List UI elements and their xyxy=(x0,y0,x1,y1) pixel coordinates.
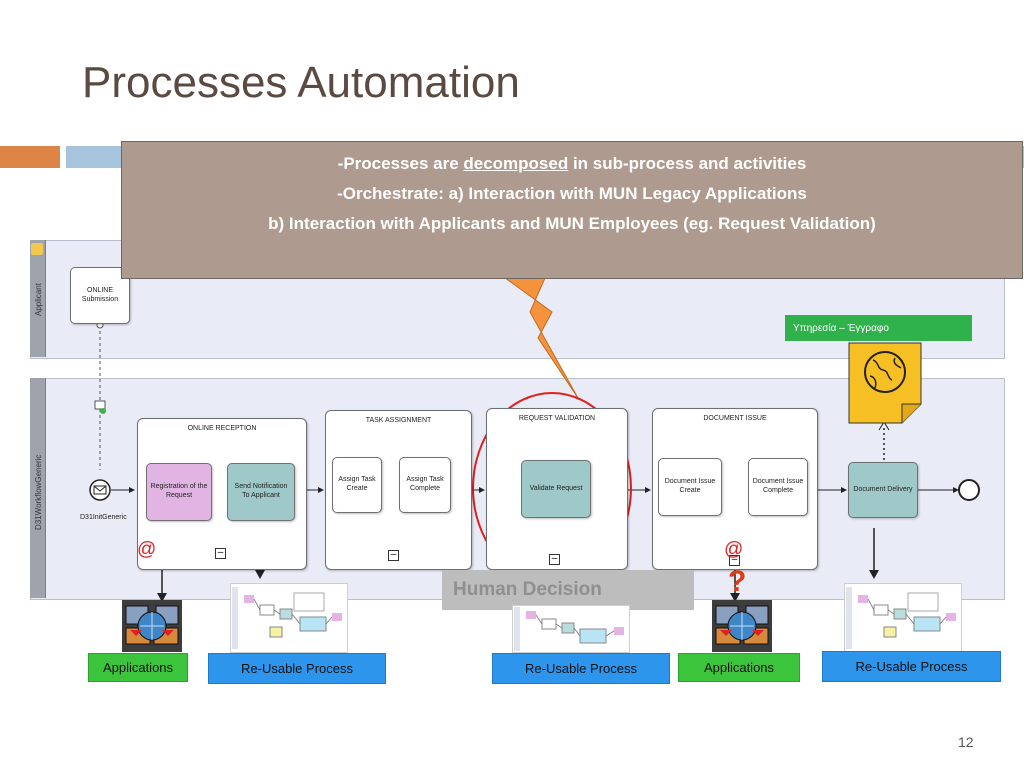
service-document-label: Υπηρεσία – Έγγραφο xyxy=(785,315,972,341)
lane-applicant-header xyxy=(30,240,46,357)
callout-line-1-pre: -Processes are xyxy=(337,154,464,173)
question-mark: ? xyxy=(728,565,747,598)
task-document-issue-create[interactable]: Document Issue Create xyxy=(658,458,722,516)
callout-line-1-post: in sub-process and activities xyxy=(568,154,807,173)
start-event-label: D31InitGeneric xyxy=(80,514,127,521)
task-document-issue-complete[interactable]: Document Issue Complete xyxy=(748,458,808,516)
callout-underlined-word: decomposed xyxy=(463,154,569,173)
reusable-process-thumbnail-1 xyxy=(230,583,348,653)
collapse-marker[interactable]: – xyxy=(215,548,226,559)
legacy-application-icon-right xyxy=(712,600,772,652)
task-document-delivery[interactable]: Document Delivery xyxy=(848,462,918,518)
reusable-process-box-1: Re-Usable Process xyxy=(208,653,386,684)
callout-line-2: -Orchestrate: a) Interaction with MUN Le… xyxy=(337,184,807,203)
lane-workflow-header xyxy=(30,378,46,598)
collapse-marker[interactable]: – xyxy=(549,554,560,565)
task-assign-create[interactable]: Assign Task Create xyxy=(332,457,382,513)
at-symbol-right: @ xyxy=(724,539,744,560)
callout-line-3: b) Interaction with Applicants and MUN E… xyxy=(268,214,876,233)
task-assign-complete[interactable]: Assign Task Complete xyxy=(399,457,451,513)
subprocess-title: REQUEST VALIDATION xyxy=(518,415,596,422)
task-send-notification[interactable]: Send Notification To Applicant xyxy=(227,463,295,521)
subprocess-title: DOCUMENT ISSUE xyxy=(703,415,767,422)
callout-box: -Processes are decomposed in sub-process… xyxy=(121,141,1023,279)
accent-bar-orange xyxy=(0,146,60,168)
slide-title: Processes Automation xyxy=(82,58,520,107)
task-validate-request[interactable]: Validate Request xyxy=(521,460,591,518)
at-symbol-left: @ xyxy=(137,539,157,560)
accent-bar-blue-edge xyxy=(1022,146,1024,168)
collapse-marker[interactable]: – xyxy=(729,555,740,566)
reusable-process-box-2: Re-Usable Process xyxy=(492,653,670,684)
document-globe-icon xyxy=(848,342,922,424)
callout-line-1: -Processes are decomposed in sub-process… xyxy=(122,154,1022,174)
page-number: 12 xyxy=(958,734,974,750)
lane-applicant-icon xyxy=(31,243,43,255)
applications-box-right: Applications xyxy=(678,653,800,682)
legacy-application-icon-left xyxy=(122,600,182,652)
accent-bar-blue xyxy=(66,146,126,168)
subprocess-title: TASK ASSIGNMENT xyxy=(365,417,432,424)
task-online-submission[interactable]: ONLINE Submission xyxy=(70,267,130,324)
human-decision-label: Human Decision xyxy=(442,570,694,610)
reusable-process-thumbnail-2 xyxy=(512,605,630,653)
reusable-process-thumbnail-3 xyxy=(844,583,962,653)
task-registration[interactable]: Registration of the Request xyxy=(146,463,212,521)
reusable-process-box-3: Re-Usable Process xyxy=(822,651,1001,682)
applications-box-left: Applications xyxy=(88,653,188,682)
subprocess-title: ONLINE RECEPTION xyxy=(187,425,257,432)
collapse-marker[interactable]: – xyxy=(388,550,399,561)
